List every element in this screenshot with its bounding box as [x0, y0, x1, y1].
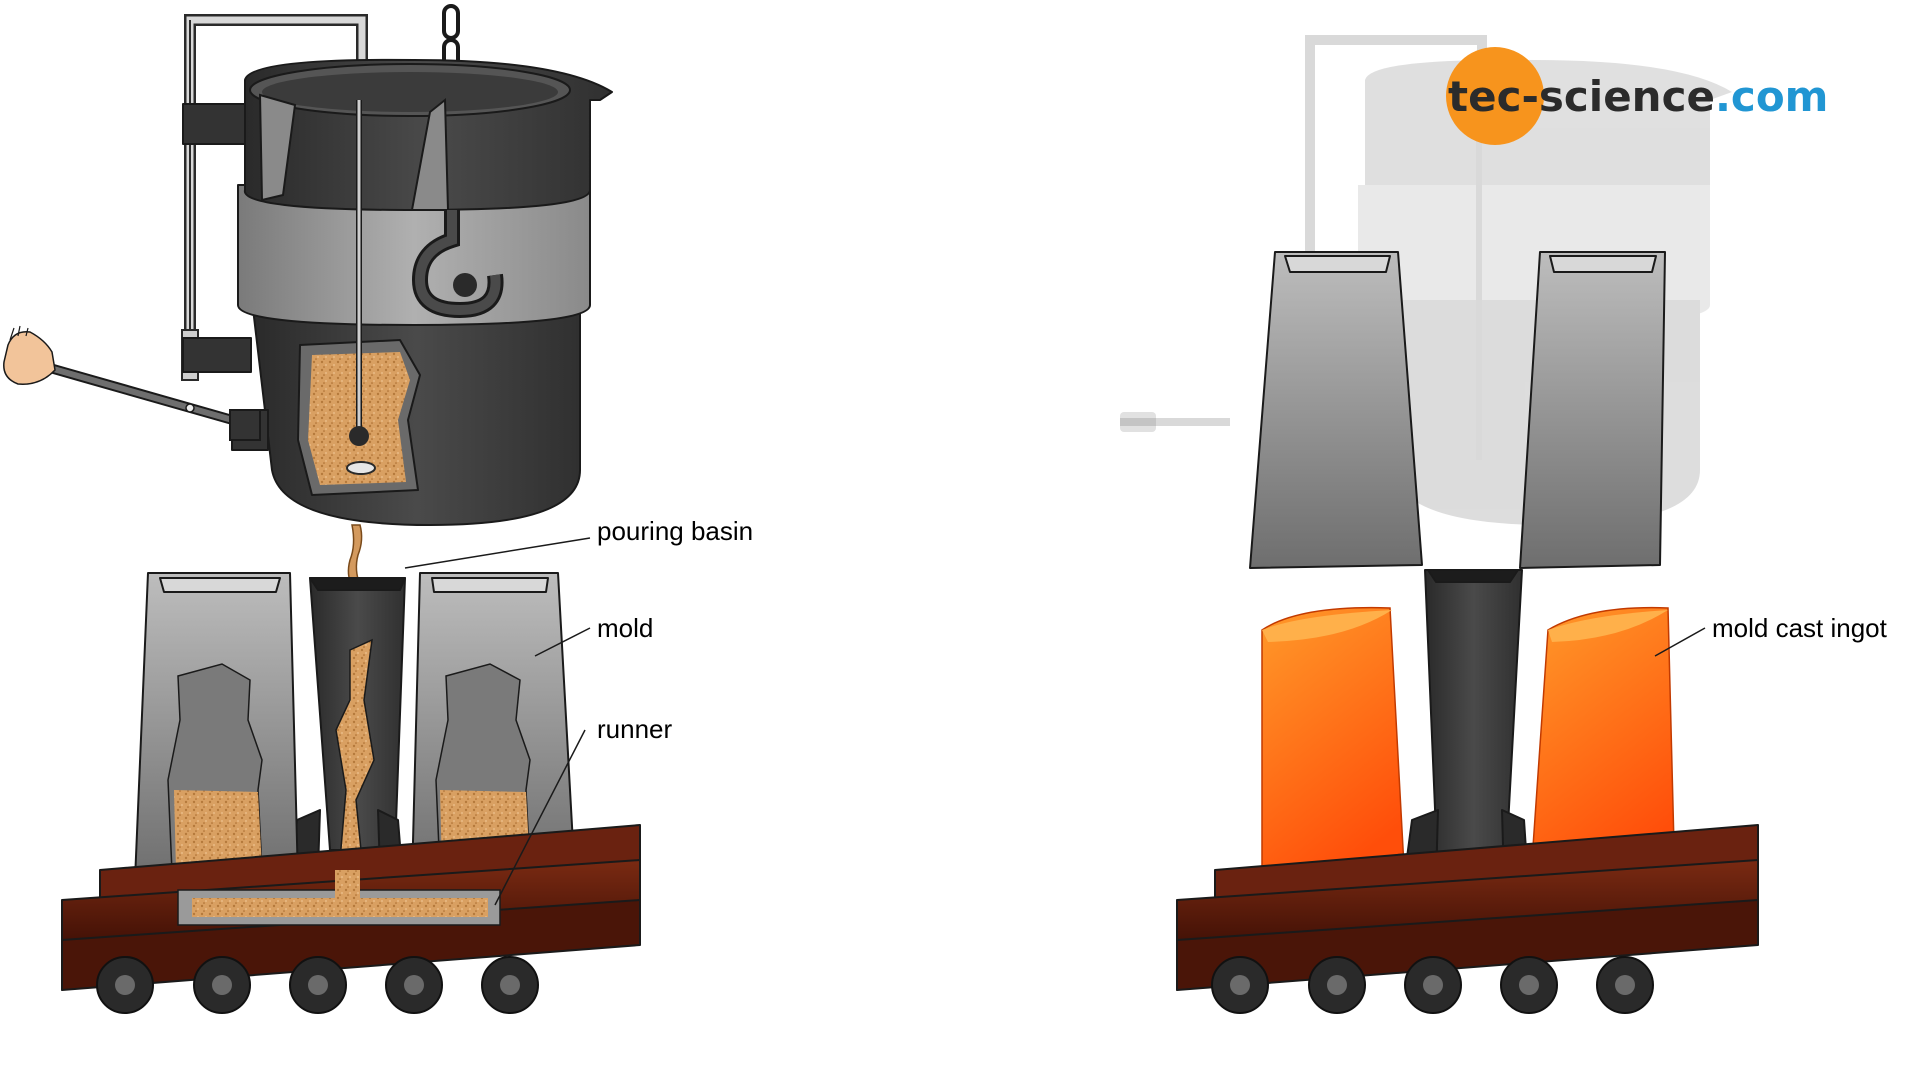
- label-mold: mold: [597, 613, 653, 643]
- wheels-right: [1211, 956, 1654, 1014]
- wheel: [289, 956, 347, 1014]
- label-runner: runner: [597, 714, 672, 744]
- wheel: [96, 956, 154, 1014]
- wheel: [1596, 956, 1654, 1014]
- left-scene: pouring basin mold runner: [3, 4, 753, 1014]
- wheel: [481, 956, 539, 1014]
- label-pouring-basin: pouring basin: [597, 516, 753, 546]
- ingot-left: [1261, 606, 1406, 891]
- central-sprue-right: [1403, 569, 1529, 881]
- ingot-right: [1529, 606, 1676, 891]
- right-scene: mold cast ingot tec-science.com: [1120, 35, 1888, 1014]
- central-sprue: [291, 577, 406, 871]
- logo-text-science: -science: [1521, 72, 1715, 121]
- logo-text-com: .com: [1715, 72, 1828, 121]
- wheel: [1500, 956, 1558, 1014]
- wheels-left: [96, 956, 539, 1014]
- wheel: [1308, 956, 1366, 1014]
- label-mold-cast-ingot: mold cast ingot: [1712, 613, 1888, 643]
- wheel: [1404, 956, 1462, 1014]
- mold-left: [134, 572, 299, 881]
- wheel: [193, 956, 251, 1014]
- molten-metal-stream: [347, 524, 363, 586]
- leader-lines-left: [404, 537, 591, 906]
- logo-circle: [1446, 47, 1544, 145]
- lifted-mold-left: [1249, 251, 1423, 569]
- stopper-lever: [48, 363, 261, 441]
- tec-science-logo: tec-science.com: [1446, 47, 1828, 145]
- wheel: [1211, 956, 1269, 1014]
- faded-lever-handle: [1120, 412, 1156, 432]
- ladle: [182, 58, 613, 526]
- leader-line-ingot: [1654, 627, 1706, 657]
- logo-text: tec-science.com: [1448, 72, 1828, 121]
- wheel: [385, 956, 443, 1014]
- operator-hand-icon: [3, 325, 56, 385]
- logo-text-tec: tec: [1448, 72, 1521, 121]
- lifted-mold-right: [1519, 251, 1666, 569]
